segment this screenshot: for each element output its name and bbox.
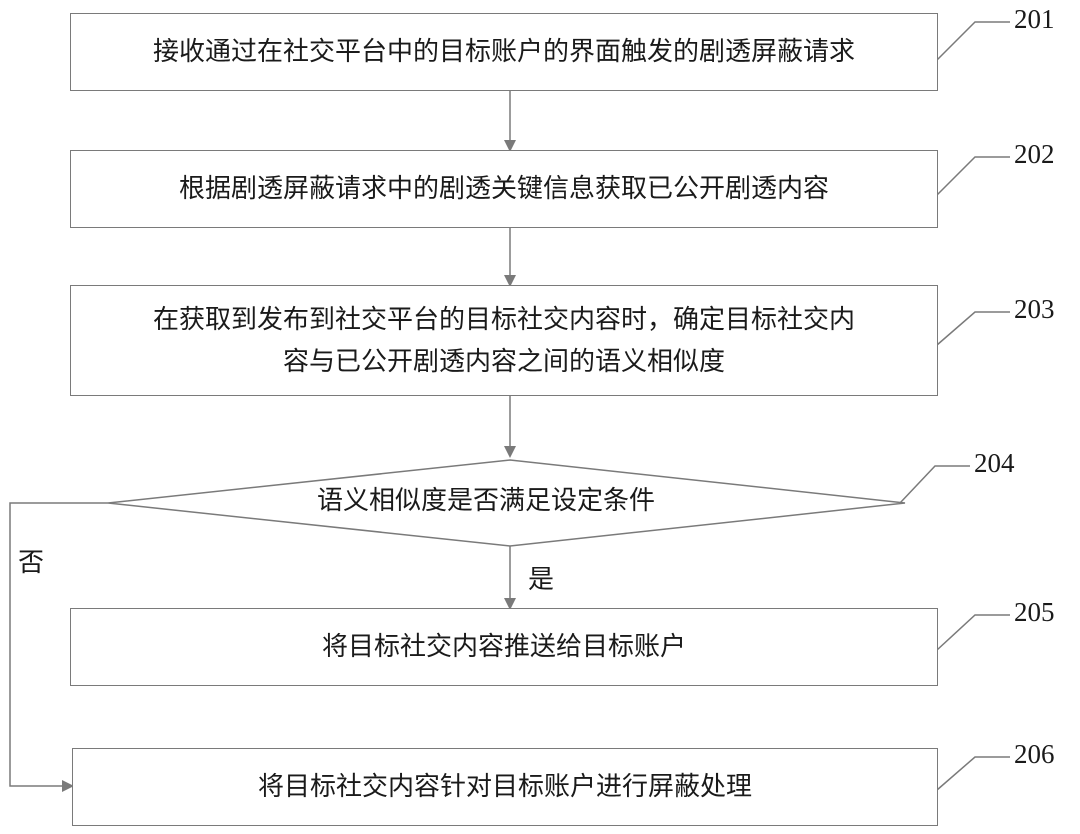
- callout-line-202: [936, 156, 1010, 196]
- decision-diamond: [107, 459, 906, 547]
- step-box-203: 在获取到发布到社交平台的目标社交内容时，确定目标社交内 容与已公开剧透内容之间的…: [70, 285, 938, 396]
- branch-label-no: 否: [18, 548, 45, 578]
- step-text-206: 将目标社交内容针对目标账户进行屏蔽处理: [257, 772, 752, 802]
- callout-line-206: [936, 756, 1010, 791]
- step-text-201: 接收通过在社交平台中的目标账户的界面触发的剧透屏蔽请求: [152, 37, 855, 67]
- callout-line-205: [936, 614, 1010, 651]
- arrow-204-no-to-206: [9, 502, 108, 792]
- step-number-204: 204: [974, 448, 1015, 478]
- callout-line-203: [936, 311, 1010, 346]
- step-text-202: 根据剧透屏蔽请求中的剧透关键信息获取已公开剧透内容: [178, 174, 829, 204]
- step-box-201: 接收通过在社交平台中的目标账户的界面触发的剧透屏蔽请求: [70, 13, 938, 91]
- branch-label-yes: 是: [528, 565, 555, 595]
- step-text-203-line2: 容与已公开剧透内容之间的语义相似度: [282, 346, 725, 377]
- callout-line-204: [899, 465, 970, 504]
- step-box-205: 将目标社交内容推送给目标账户: [70, 608, 938, 686]
- step-number-202: 202: [1014, 139, 1055, 169]
- step-text-205: 将目标社交内容推送给目标账户: [321, 632, 686, 662]
- step-box-202: 根据剧透屏蔽请求中的剧透关键信息获取已公开剧透内容: [70, 150, 938, 228]
- step-text-203-line1: 在获取到发布到社交平台的目标社交内容时，确定目标社交内: [152, 304, 855, 335]
- step-number-203: 203: [1014, 294, 1055, 324]
- step-number-201: 201: [1014, 4, 1055, 34]
- step-number-205: 205: [1014, 597, 1055, 627]
- decision-text-204: 语义相似度是否满足设定条件: [317, 486, 656, 516]
- step-number-206: 206: [1014, 739, 1055, 769]
- step-box-206: 将目标社交内容针对目标账户进行屏蔽处理: [72, 748, 938, 826]
- callout-line-201: [936, 21, 1010, 61]
